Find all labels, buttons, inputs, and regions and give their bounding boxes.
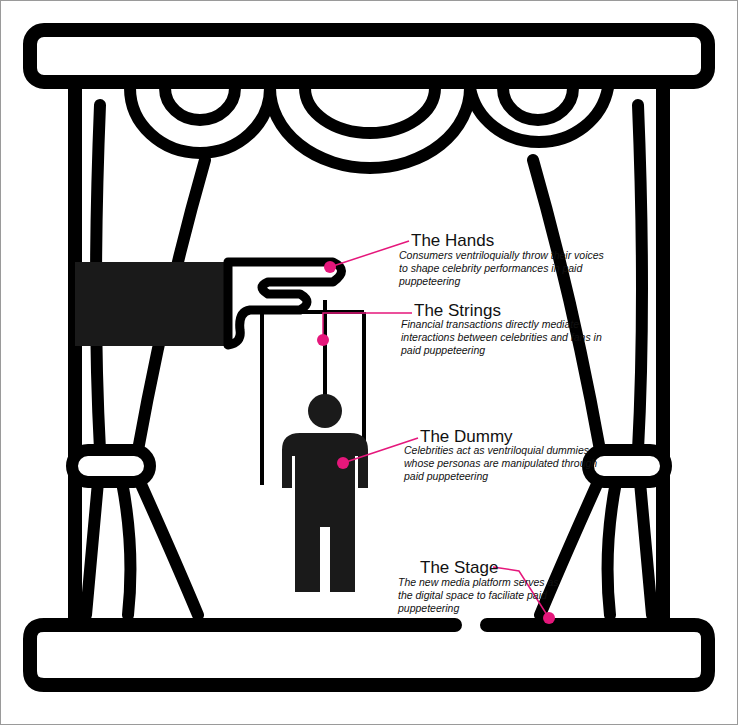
scallop: [130, 88, 270, 153]
puppet-body: [282, 433, 368, 592]
right-tieback: [588, 450, 666, 482]
string: [262, 310, 300, 314]
scallop: [270, 88, 470, 168]
callout-dots: [317, 261, 555, 624]
curtain-fold: [638, 105, 642, 450]
callout-dot: [543, 612, 555, 624]
curtain-fold: [533, 160, 600, 450]
curtain-fold: [86, 482, 98, 615]
callout-dot: [324, 261, 336, 273]
sleeve: [75, 262, 233, 346]
puppet: [282, 394, 368, 592]
curtain-fold: [640, 482, 652, 615]
callout-description: Celebrities act as ventriloquial dummies…: [404, 444, 619, 483]
callout-leaders: [323, 241, 549, 618]
curtain-fold: [140, 482, 198, 615]
scallop: [470, 88, 608, 142]
right-curtain: [533, 105, 652, 615]
callout-heading: The Hands: [411, 231, 494, 250]
callout-description: Consumers ventriloquially throw their vo…: [399, 249, 614, 288]
callout-dot: [317, 334, 329, 346]
left-tieback: [72, 450, 150, 482]
right-post: [656, 82, 670, 625]
scallop-inner: [503, 88, 573, 120]
callout-heading: The Dummy: [420, 427, 513, 446]
leader-line: [330, 241, 409, 267]
callout-description: The new media platform serves as the dig…: [398, 576, 563, 615]
curtain-fold: [122, 482, 130, 615]
callout-description: Financial transactions directly mediate …: [401, 318, 616, 357]
stage-floor: [30, 625, 708, 685]
callout-heading: The Stage: [420, 558, 498, 577]
string: [260, 312, 264, 485]
leader-line: [323, 313, 412, 340]
left-curtain: [86, 105, 205, 615]
curtain-fold: [608, 482, 616, 615]
scallop-inner: [165, 88, 235, 120]
scallop-inner: [305, 88, 435, 133]
puppet-head: [308, 394, 342, 428]
curtain-fold: [540, 482, 598, 615]
top-bar: [30, 30, 708, 82]
callout-heading: The Strings: [414, 301, 501, 320]
left-post: [68, 82, 82, 625]
callout-dot: [337, 457, 349, 469]
